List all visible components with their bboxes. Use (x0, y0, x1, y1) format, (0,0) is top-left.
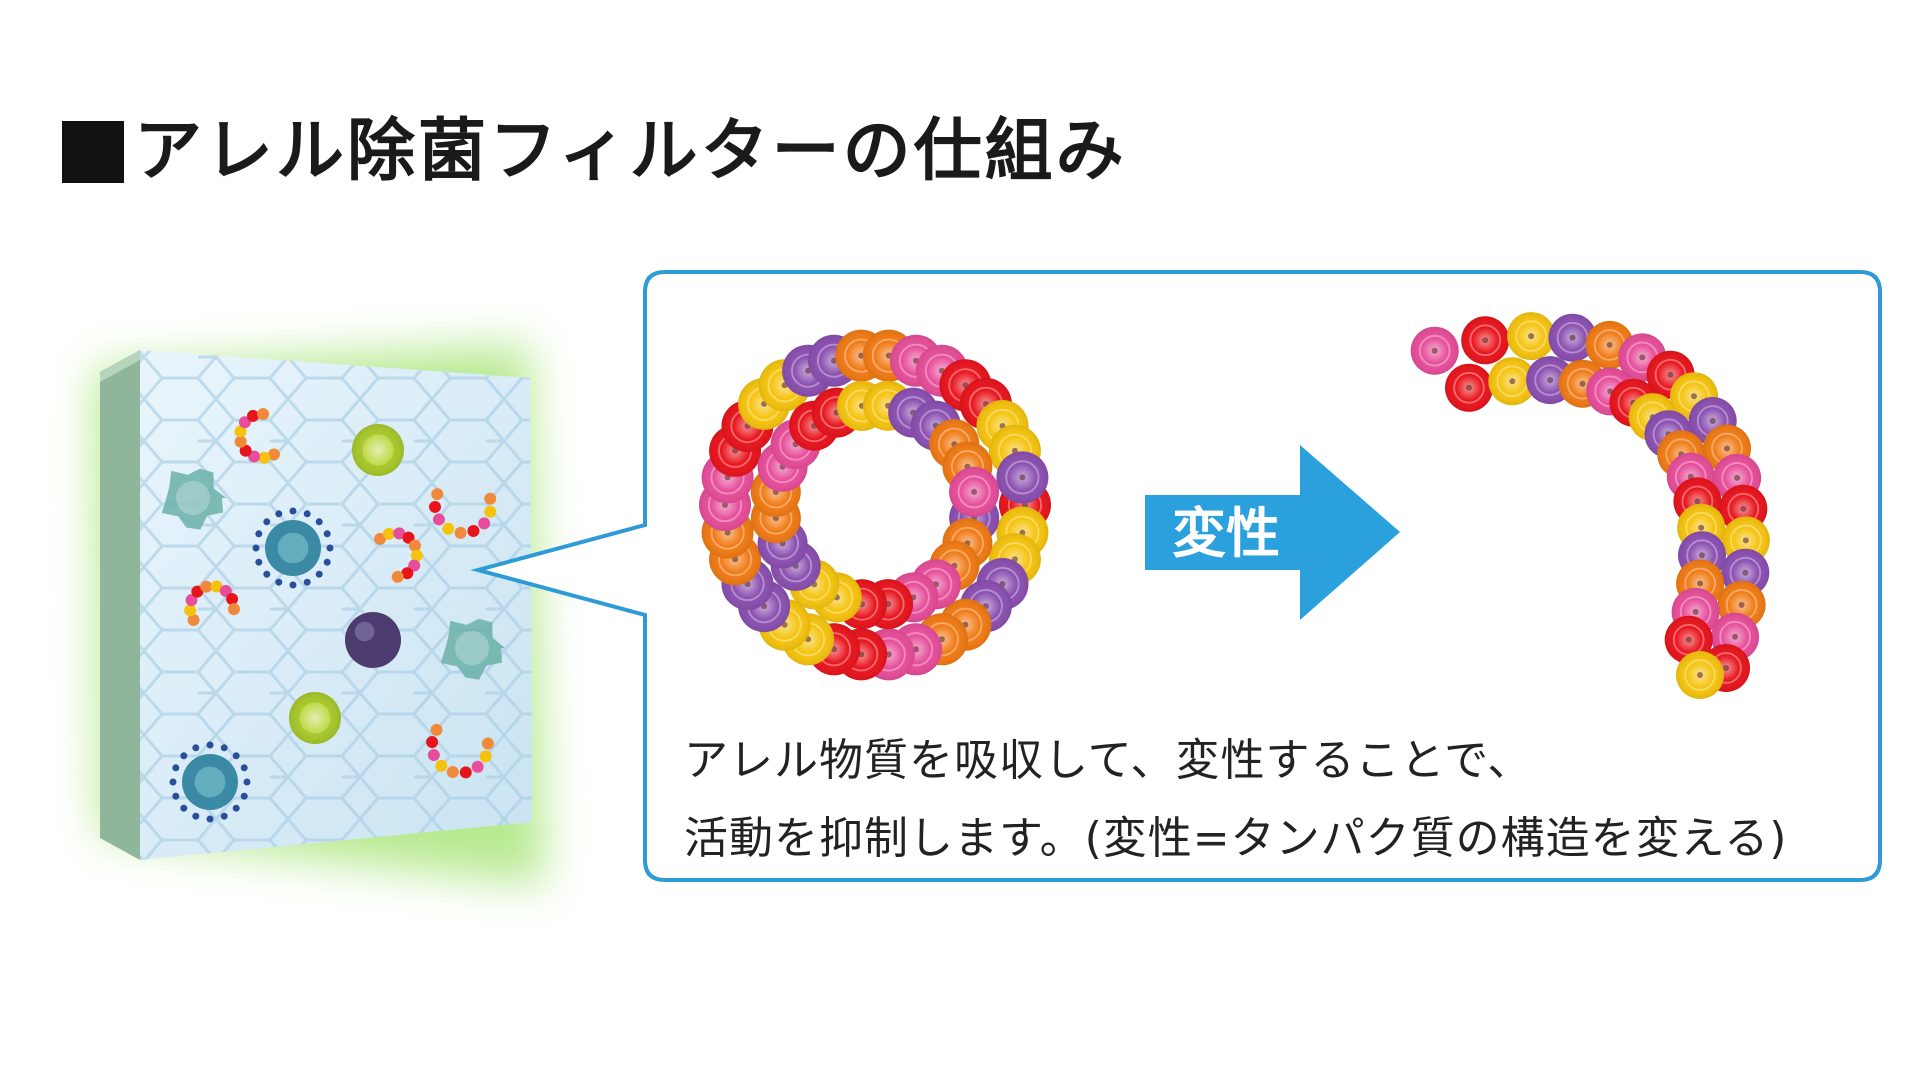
allergen-chain-icon (374, 527, 423, 583)
virus-icon (169, 741, 251, 823)
allergen-protein-ring (699, 329, 1051, 681)
chain-bead (1445, 363, 1493, 412)
pollen-icon (352, 424, 404, 476)
ring-bead (910, 559, 961, 610)
title-square-bullet (62, 121, 124, 183)
ring-bead (996, 451, 1049, 504)
arrow-shape (1145, 445, 1400, 620)
caption-line-1: アレル物質を吸収して、変性することで、 (684, 735, 1533, 786)
filter-block (95, 345, 545, 885)
chain-bead (1548, 313, 1597, 362)
title-text: アレル除菌フィルターの仕組み (134, 112, 1127, 191)
chain-bead (1488, 357, 1537, 406)
allergen-chain-icon (234, 408, 280, 464)
mold-spore-icon (161, 468, 227, 530)
chain-bead (1461, 316, 1510, 365)
filter-side-edge (100, 350, 140, 382)
chain-bead (1410, 326, 1459, 375)
pollen-icon (289, 692, 341, 744)
virus-icon (252, 507, 334, 589)
ring-bead (949, 466, 1000, 517)
denatured-protein-chain (1410, 312, 1770, 699)
chain-bead (1507, 312, 1556, 361)
filter-side (100, 350, 140, 860)
allergen-chain-icon (426, 723, 494, 779)
mold-spore-icon (440, 618, 506, 680)
arrow-label: 変性 (1172, 502, 1280, 565)
chain-bead (1676, 651, 1724, 699)
page-title: アレル除菌フィルターの仕組み (62, 118, 1127, 186)
denature-arrow: 変性 (1145, 445, 1400, 620)
caption: アレル物質を吸収して、変性することで、 活動を抑制します。(変性=タンパク質の構… (684, 722, 1787, 878)
filter-particles (161, 408, 506, 823)
caption-line-2: 活動を抑制します。(変性=タンパク質の構造を変える) (684, 813, 1788, 864)
dark-spore-icon (345, 612, 401, 668)
allergen-chain-icon (184, 580, 240, 626)
allergen-chain-icon (429, 488, 497, 539)
